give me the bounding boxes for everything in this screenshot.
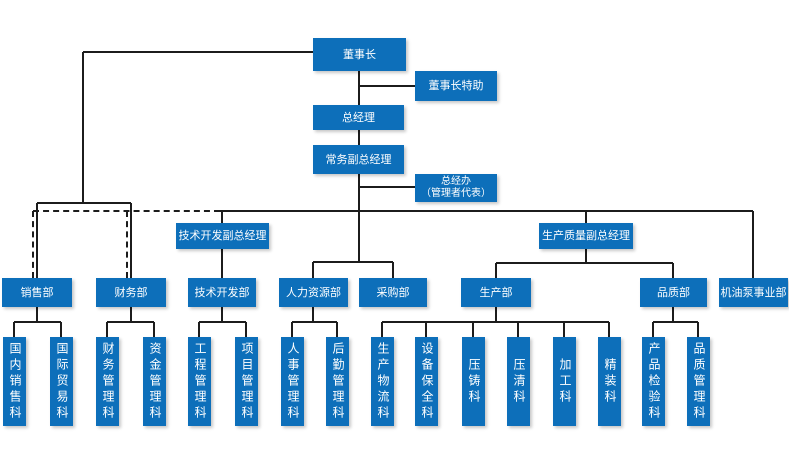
connector-line xyxy=(36,203,38,278)
connector-line xyxy=(392,262,394,278)
connector-line xyxy=(672,263,674,278)
connector-line xyxy=(358,174,360,262)
connector-line xyxy=(82,52,84,203)
connector-line xyxy=(291,322,293,337)
sales-dept-box: 销售部 xyxy=(2,278,72,307)
connector-line xyxy=(60,322,62,337)
project-management-section-box: 项目管理科 xyxy=(235,337,258,426)
connector-line xyxy=(83,51,313,53)
connector-line xyxy=(36,307,38,322)
connector-line xyxy=(336,322,338,337)
connector-line xyxy=(292,321,337,323)
connector-line xyxy=(585,249,587,263)
connector-line xyxy=(425,322,427,337)
connector-line xyxy=(653,321,698,323)
connector-line xyxy=(585,211,587,223)
connector-line xyxy=(358,130,360,145)
finance-dept-box: 财务部 xyxy=(96,278,166,307)
connector-line xyxy=(153,322,155,337)
connector-line xyxy=(130,203,132,278)
product-inspection-section-box: 产品检验科 xyxy=(642,337,665,426)
production-dept-box: 生产部 xyxy=(461,278,531,307)
connector-line xyxy=(359,85,415,87)
connector-line xyxy=(672,307,674,322)
domestic-sales-section-box: 国内销售科 xyxy=(3,337,26,426)
quality-management-section-box: 品质管理科 xyxy=(687,337,710,426)
connector-line xyxy=(199,321,246,323)
connector-line-dashed xyxy=(126,211,128,278)
connector-line xyxy=(752,211,754,278)
connector-line xyxy=(472,322,474,337)
connector-line xyxy=(312,262,314,278)
capital-management-section-box: 资金管理科 xyxy=(143,337,166,426)
connector-line xyxy=(130,307,132,322)
connector-line xyxy=(313,261,393,263)
connector-line xyxy=(221,211,223,223)
die-casting-section-box: 压铸科 xyxy=(462,337,485,426)
connector-line xyxy=(312,307,314,322)
oil-pump-division-box: 机油泵事业部 xyxy=(719,278,788,307)
tech-dev-dept-box: 技术开发部 xyxy=(188,278,256,307)
executive-deputy-gm-box: 常务副总经理 xyxy=(313,145,404,174)
connector-line xyxy=(358,71,360,105)
engineering-management-section-box: 工程管理科 xyxy=(188,337,211,426)
connector-line xyxy=(381,322,383,337)
procurement-dept-box: 采购部 xyxy=(359,278,427,307)
equipment-maintenance-section-box: 设备保全科 xyxy=(415,337,438,426)
connector-line xyxy=(652,322,654,337)
connector-line xyxy=(495,307,497,322)
connector-line xyxy=(359,186,415,188)
connector-line xyxy=(220,210,753,212)
connector-line xyxy=(14,321,61,323)
general-manager-box: 总经理 xyxy=(313,105,404,130)
connector-line xyxy=(517,322,519,337)
hr-dept-box: 人力资源部 xyxy=(279,278,348,307)
connector-line xyxy=(198,322,200,337)
finance-management-section-box: 财务管理科 xyxy=(96,337,119,426)
connector-line xyxy=(245,322,247,337)
connector-line xyxy=(107,321,154,323)
press-cleaning-section-box: 压清科 xyxy=(507,337,530,426)
connector-line xyxy=(563,322,565,337)
connector-line xyxy=(37,202,131,204)
connector-line xyxy=(697,322,699,337)
connector-line xyxy=(495,263,497,278)
connector-line xyxy=(221,249,223,278)
connector-line xyxy=(221,307,223,322)
tech-dev-deputy-gm-box: 技术开发副总经理 xyxy=(176,223,269,249)
chairman-box: 董事长 xyxy=(313,38,406,71)
production-logistics-section-box: 生产物流科 xyxy=(371,337,394,426)
international-trade-section-box: 国际贸易科 xyxy=(50,337,73,426)
connector-line xyxy=(608,322,610,337)
connector-line xyxy=(382,321,609,323)
machining-section-box: 加工科 xyxy=(553,337,576,426)
chairman-assistant-box: 董事长特助 xyxy=(415,71,497,101)
finishing-section-box: 精装科 xyxy=(598,337,621,426)
gm-office-management-rep-box: 总经办 （管理者代表） xyxy=(415,174,497,202)
logistics-management-section-box: 后勤管理科 xyxy=(326,337,349,426)
connector-line-dashed xyxy=(32,211,34,278)
connector-line xyxy=(13,322,15,337)
connector-line xyxy=(496,262,673,264)
production-quality-deputy-gm-box: 生产质量副总经理 xyxy=(539,223,633,249)
quality-dept-box: 品质部 xyxy=(640,278,707,307)
connector-line xyxy=(106,322,108,337)
personnel-management-section-box: 人事管理科 xyxy=(281,337,304,426)
